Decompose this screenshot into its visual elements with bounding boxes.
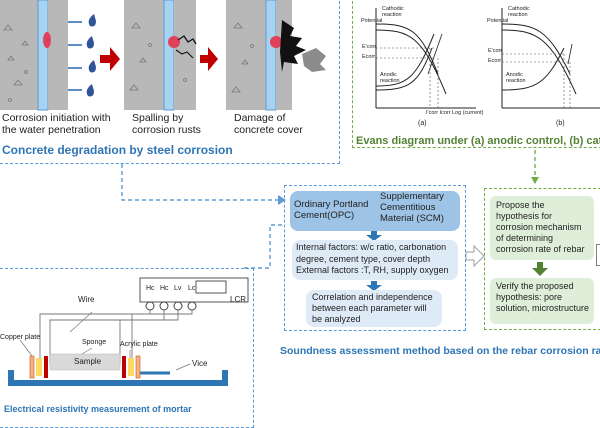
terminal-3: Lv — [174, 285, 182, 292]
evans-a-panel-label: (a) — [418, 120, 427, 127]
sponge-label: Sponge — [82, 339, 107, 346]
correlation-label: Correlation and independence between eac… — [312, 292, 433, 324]
evans-a-ecorr: Ecorr — [362, 54, 376, 60]
evans-diagram-b — [501, 8, 600, 109]
terminal-4: Lc — [188, 285, 196, 292]
degradation-caption: Concrete degradation by steel corrosion — [2, 143, 233, 157]
evans-b-panel-label: (b) — [556, 120, 565, 127]
verify-box — [490, 278, 594, 324]
evans-a-potential-label: Potential — [361, 18, 383, 24]
wire-label: Wire — [78, 295, 95, 304]
cement-box — [290, 191, 460, 231]
evans-a-ecorr-prime: E'corr — [362, 44, 377, 50]
evans-b-potential-label: Potential — [487, 18, 509, 24]
hypothesis-box — [490, 196, 594, 260]
verify-label: Verify the proposed hypothesis: pore sol… — [496, 281, 590, 313]
assessment-panel — [284, 185, 466, 331]
evans-b-cathodic-label: Cathodic reaction — [508, 6, 530, 18]
evans-a-icorr-labels: I'corr Icorr — [426, 110, 451, 116]
opc-label: Ordinary Portland Cement(OPC) — [294, 199, 369, 221]
resistivity-caption: Electrical resistivity measurement of mo… — [4, 404, 192, 414]
hypothesis-label: Propose the hypothesis for corrosion mec… — [496, 200, 585, 254]
degradation-panel — [0, 0, 340, 164]
copper-plate-label: Copper plate — [0, 334, 41, 341]
evans-a-anodic-label: Anodic reaction — [380, 72, 400, 84]
flow-arrow-2 — [366, 281, 382, 291]
scm-label: Supplementary Cementitious Material (SCM… — [380, 191, 444, 224]
evans-a-xaxis: Log (current) — [452, 110, 484, 116]
sample-label: Sample — [74, 357, 102, 366]
evans-a-cathodic-label: Cathodic reaction — [382, 6, 404, 18]
degradation-step2-label: Spalling by corrosion rusts — [132, 112, 201, 136]
hypothesis-panel — [484, 188, 600, 330]
correlation-box — [306, 290, 442, 327]
evans-b-ecorr: Ecorr — [488, 58, 502, 64]
evans-b-ecorr-prime: E'corr — [488, 48, 503, 54]
evans-caption: Evans diagram under (a) anodic control, … — [356, 135, 600, 147]
acrylic-plate-label: Acrylic plate — [120, 341, 158, 348]
lcr-label: LCR — [230, 295, 247, 304]
degradation-illustration — [0, 0, 326, 111]
flow-arrow-3 — [532, 262, 548, 276]
evans-diagram-a — [375, 8, 476, 109]
degradation-step1-label: Corrosion initiation with the water pene… — [2, 112, 111, 136]
degradation-step3-label: Damage of concrete cover — [234, 112, 303, 136]
assessment-caption: Soundness assessment method based on the… — [280, 345, 600, 357]
evans-panel — [352, 0, 600, 148]
next-box-edge — [596, 244, 600, 266]
factors-label: Internal factors: w/c ratio, carbonation… — [296, 242, 449, 275]
evans-b-anodic-label: Anodic reaction — [506, 72, 526, 84]
terminal-2: Hc — [160, 285, 169, 292]
flow-arrow-1 — [366, 231, 382, 241]
factors-box — [292, 240, 458, 280]
vice-label: Vice — [192, 359, 208, 368]
resistivity-setup — [8, 277, 249, 386]
terminal-1: Hc — [146, 285, 155, 292]
